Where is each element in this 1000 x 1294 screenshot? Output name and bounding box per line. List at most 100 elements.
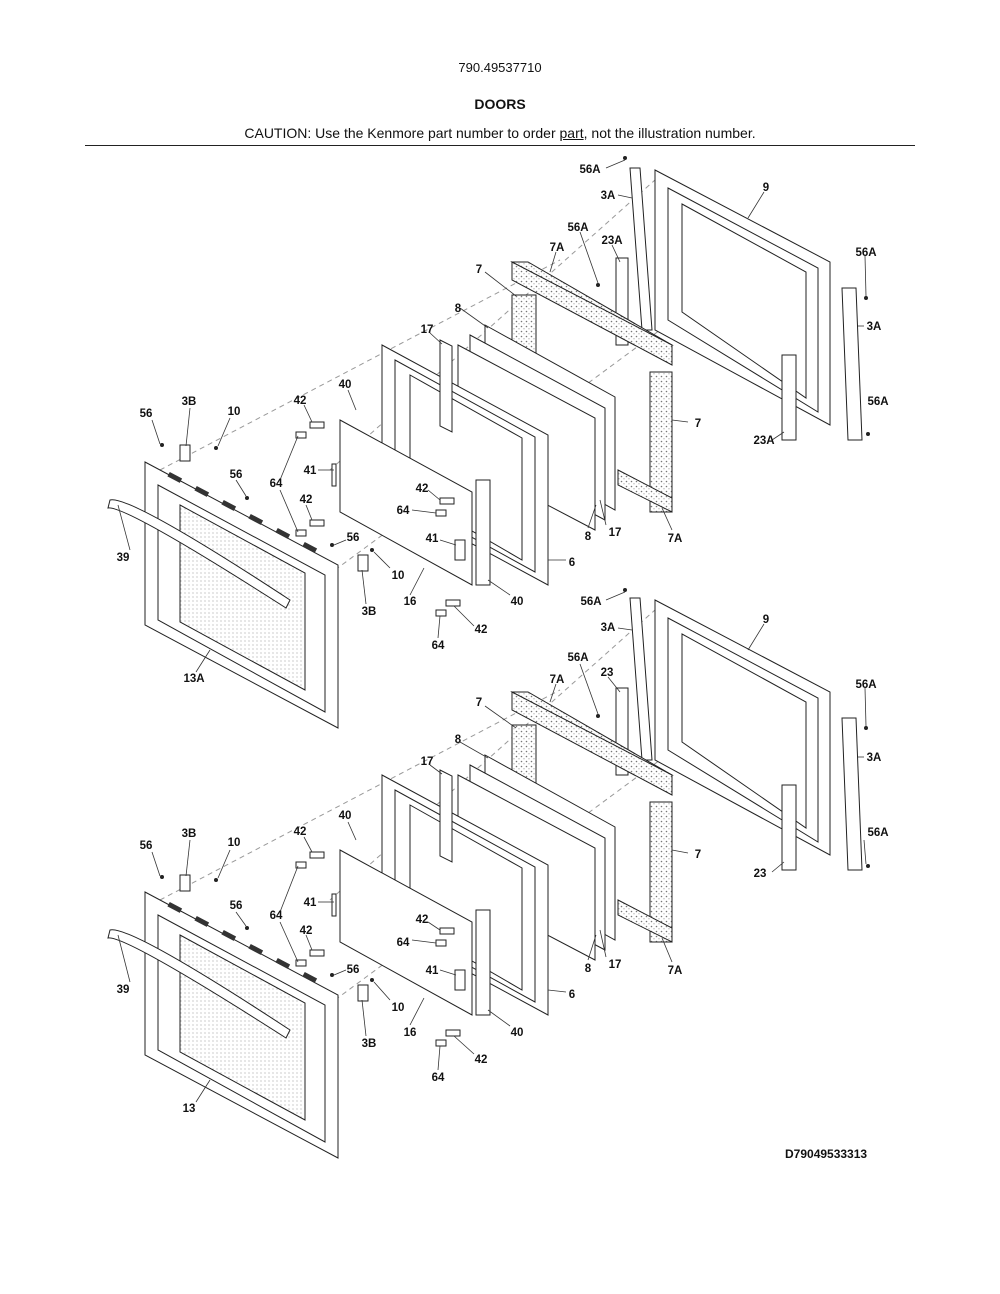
callout-label: 3A: [601, 190, 616, 202]
callout-label: 3B: [362, 1038, 377, 1050]
callout-label: 41: [426, 533, 439, 545]
callout-label: 41: [426, 965, 439, 977]
callout-label: 10: [228, 406, 241, 418]
callout-label: 23: [754, 868, 767, 880]
upper-clips-41-42-64: [179, 421, 466, 617]
callout-label: 56A: [580, 596, 601, 608]
callout-label: 3B: [182, 396, 197, 408]
upper-vent-slots: [167, 471, 318, 553]
lower-side-trim-part-40: [475, 909, 491, 1016]
callout-label: 56A: [855, 679, 876, 691]
callout-label: 39: [117, 984, 130, 996]
callout-label: 56A: [579, 164, 600, 176]
callout-label: 64: [397, 937, 410, 949]
callout-label: 7A: [550, 242, 565, 254]
upper-leader-lines: [117, 159, 867, 673]
callout-label: 3A: [867, 321, 882, 333]
callout-label: 42: [294, 395, 307, 407]
callout-label: 56: [140, 408, 153, 420]
callout-label: 40: [511, 1027, 524, 1039]
callout-label: 64: [432, 640, 445, 652]
callout-label: 56A: [867, 827, 888, 839]
callout-label: 13A: [183, 673, 204, 685]
caution-text-start: CAUTION: Use the Kenmore part number to …: [244, 125, 560, 141]
callout-label: 7A: [668, 533, 683, 545]
callout-label: 56: [230, 469, 243, 481]
callout-label: 56A: [567, 222, 588, 234]
callout-label: 7A: [668, 965, 683, 977]
callout-label: 41: [304, 897, 317, 909]
lower-outer-frame-part-9: [654, 599, 831, 856]
callout-label: 10: [392, 1002, 405, 1014]
lower-clips-41-42-64: [179, 851, 466, 1047]
callout-label: 8: [455, 734, 462, 746]
callout-label: 16: [404, 1027, 417, 1039]
callout-label: 17: [421, 756, 434, 768]
callout-label: 7: [695, 418, 701, 430]
callout-label: 56A: [867, 396, 888, 408]
callout-label: 10: [228, 837, 241, 849]
callout-label: 6: [569, 989, 575, 1001]
header-divider: [85, 145, 915, 146]
caution-text-end: , not the illustration number.: [583, 125, 756, 141]
lower-handle-part-39: [107, 929, 291, 1039]
callout-label: 3B: [182, 828, 197, 840]
callout-label: 64: [432, 1072, 445, 1084]
caution-note: CAUTION: Use the Kenmore part number to …: [0, 125, 1000, 141]
upper-inner-panel-part-16: [339, 419, 473, 586]
callout-label: 56: [230, 900, 243, 912]
callout-label: 9: [763, 182, 769, 194]
callout-label: 7A: [550, 674, 565, 686]
callout-label: 6: [569, 557, 575, 569]
callout-label: 56: [347, 964, 360, 976]
callout-label: 42: [300, 925, 313, 937]
callout-label: 40: [511, 596, 524, 608]
callout-label: 42: [475, 1054, 488, 1066]
upper-outer-frame-part-9: [654, 169, 831, 426]
callout-label: 40: [339, 810, 352, 822]
callout-label: 8: [585, 531, 592, 543]
callout-label: 16: [404, 596, 417, 608]
callout-label: 23: [601, 667, 614, 679]
callout-label: 7: [695, 849, 701, 861]
callout-label: 8: [455, 303, 462, 315]
callout-label: 64: [397, 505, 410, 517]
callout-label: 9: [763, 614, 769, 626]
callout-label: 17: [609, 527, 622, 539]
callout-label: 7: [476, 264, 482, 276]
callout-label: 42: [475, 624, 488, 636]
callout-label: 42: [416, 914, 429, 926]
callout-label: 42: [416, 483, 429, 495]
callout-labels: 56A 3A 9 56A 23A 7A 56A 7 3A 8 17 56A 40…: [117, 164, 889, 1115]
model-number: 790.49537710: [458, 60, 542, 75]
callout-label: 3A: [867, 752, 882, 764]
callout-label: 3B: [362, 606, 377, 618]
lower-channel-part-3A: [629, 597, 863, 871]
callout-label: 56A: [567, 652, 588, 664]
callout-label: 23A: [601, 235, 622, 247]
callout-label: 39: [117, 552, 130, 564]
upper-screws: [160, 156, 870, 552]
callout-label: 64: [270, 478, 283, 490]
caution-part-link: part: [559, 125, 584, 141]
callout-label: 17: [421, 324, 434, 336]
lower-leader-lines: [117, 591, 867, 1103]
callout-label: 64: [270, 910, 283, 922]
lower-vent-slots: [167, 901, 318, 983]
lower-inner-panel-part-16: [339, 849, 473, 1016]
section-title: DOORS: [474, 96, 526, 112]
upper-handle-part-39: [107, 499, 291, 609]
upper-channel-part-3A: [629, 167, 863, 441]
upper-side-trim-part-40: [475, 479, 491, 586]
callout-label: 56: [347, 532, 360, 544]
callout-label: 7: [476, 697, 482, 709]
callout-label: 40: [339, 379, 352, 391]
lower-door-assembly: [107, 588, 870, 1159]
upper-door-assembly: [107, 156, 870, 729]
lower-screws: [160, 588, 870, 982]
callout-label: 3A: [601, 622, 616, 634]
callout-label: 42: [300, 494, 313, 506]
callout-label: 10: [392, 570, 405, 582]
upper-bracket-part-17: [439, 339, 453, 433]
